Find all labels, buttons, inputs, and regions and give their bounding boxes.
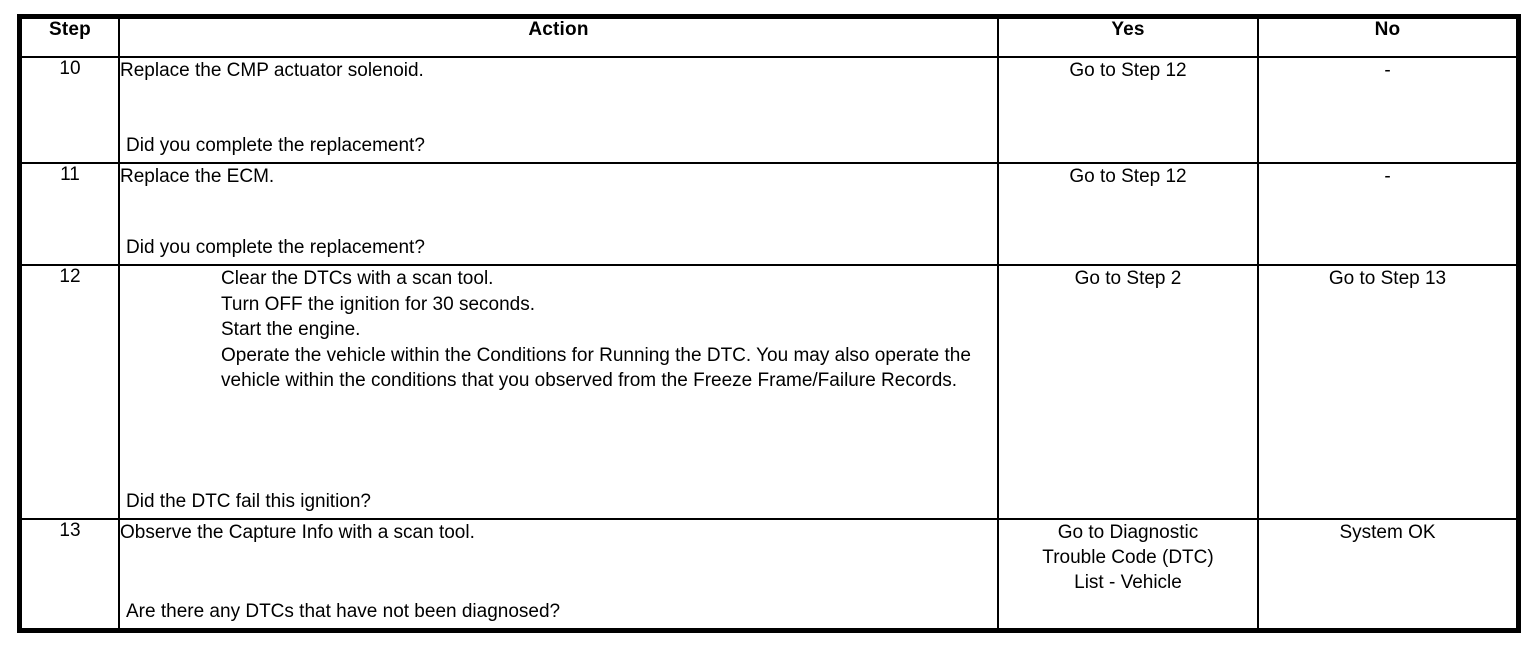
action-question-text: Did you complete the replacement?: [126, 134, 425, 156]
column-header-no: No: [1257, 17, 1518, 58]
list-item: Start the engine.: [221, 319, 361, 341]
step-action: Observe the Capture Info with a scan too…: [118, 518, 999, 630]
step-number: 12: [20, 264, 120, 520]
yes-result: Go to Step 12: [997, 56, 1259, 164]
no-result: -: [1257, 56, 1518, 164]
column-header-yes: Yes: [997, 17, 1259, 58]
column-header-action: Action: [118, 17, 999, 58]
action-lead-text: Replace the CMP actuator solenoid.: [120, 60, 424, 81]
table-row: 11 Replace the ECM. Did you complete the…: [20, 162, 1518, 266]
action-question-text: Did the DTC fail this ignition?: [126, 490, 371, 512]
table-row: 13 Observe the Capture Info with a scan …: [20, 518, 1518, 630]
action-question-text: Did you complete the replacement?: [126, 236, 425, 258]
action-lead-text: Observe the Capture Info with a scan too…: [120, 522, 475, 543]
yes-result-line: List - Vehicle: [1074, 572, 1182, 594]
list-item: Operate the vehicle within the Condition…: [221, 344, 971, 392]
step-action: Replace the CMP actuator solenoid. Did y…: [118, 56, 999, 164]
no-result: System OK: [1257, 518, 1518, 630]
action-question-text: Are there any DTCs that have not been di…: [126, 600, 561, 622]
table-header-row: Step Action Yes No: [20, 17, 1518, 58]
step-action: Replace the ECM. Did you complete the re…: [118, 162, 999, 266]
step-number: 11: [20, 162, 120, 266]
yes-result: Go to Step 12: [997, 162, 1259, 266]
table-row: 10 Replace the CMP actuator solenoid. Di…: [20, 56, 1518, 164]
list-item: Clear the DTCs with a scan tool.: [221, 268, 494, 289]
step-action: Clear the DTCs with a scan tool. Turn OF…: [118, 264, 999, 520]
table-row: 12 Clear the DTCs with a scan tool. Turn…: [20, 264, 1518, 520]
column-header-step: Step: [20, 17, 120, 58]
yes-result: Go to Diagnostic Trouble Code (DTC) List…: [997, 518, 1259, 630]
diagnostic-steps-table: Step Action Yes No 10 Replace the CMP ac…: [17, 14, 1521, 633]
no-result: Go to Step 13: [1257, 264, 1518, 520]
yes-result-line: Go to Diagnostic: [1057, 522, 1199, 543]
yes-result-line: Trouble Code (DTC): [1042, 547, 1214, 569]
yes-result: Go to Step 2: [997, 264, 1259, 520]
step-number: 13: [20, 518, 120, 630]
action-lead-text: Replace the ECM.: [120, 166, 275, 187]
no-result: -: [1257, 162, 1518, 266]
step-number: 10: [20, 56, 120, 164]
list-item: Turn OFF the ignition for 30 seconds.: [221, 293, 536, 315]
action-instruction-list: Clear the DTCs with a scan tool. Turn OF…: [120, 266, 997, 394]
